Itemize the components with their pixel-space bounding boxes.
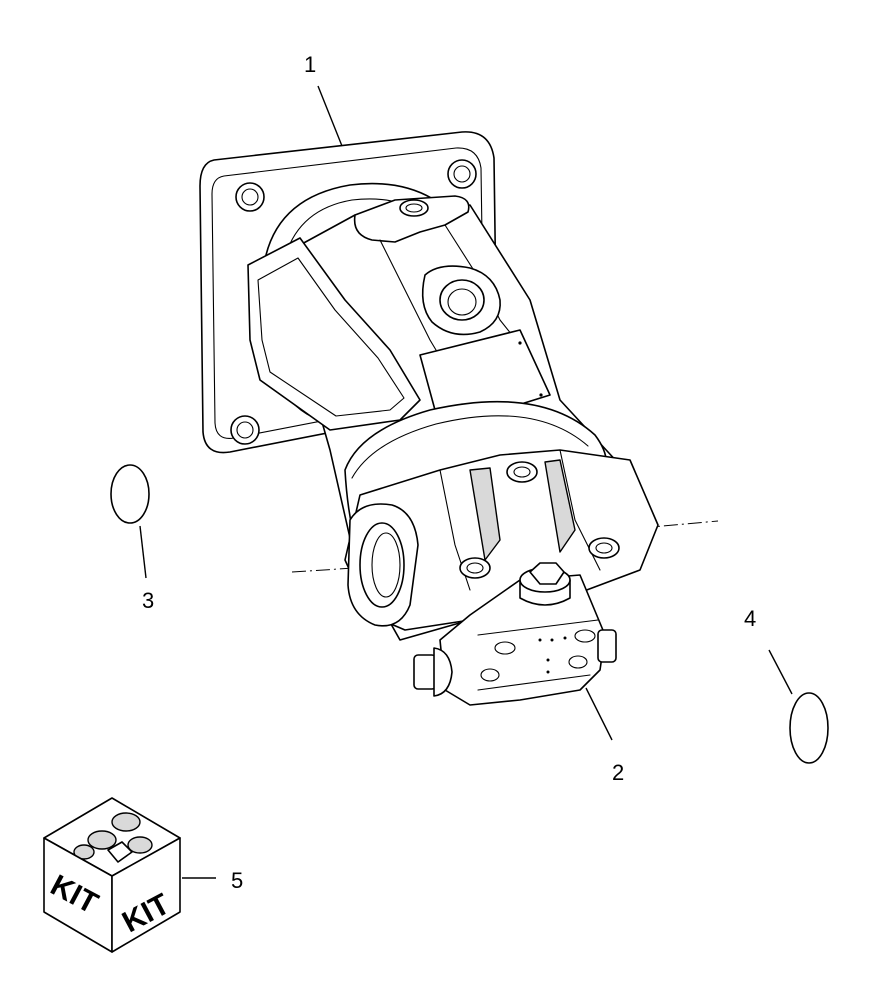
valve-block <box>413 562 617 706</box>
side-port <box>359 522 405 608</box>
callout-3: 3 <box>142 588 154 613</box>
valve-block-bolt <box>519 562 571 606</box>
valve-block-side-bolt <box>597 629 617 663</box>
end-cap-rib <box>469 467 501 561</box>
end-cap-bolt <box>506 461 538 483</box>
leader-line-2 <box>585 687 613 741</box>
valve-face-hole <box>574 629 596 643</box>
callout-4: 4 <box>744 606 756 631</box>
leader-line-4 <box>768 649 793 695</box>
bracket-plate <box>247 237 421 431</box>
flange-bolt-hole <box>235 182 265 212</box>
hydraulic-motor-assembly <box>199 131 659 641</box>
leader-line-3 <box>139 525 147 579</box>
end-cap-port <box>459 557 491 579</box>
valve-block-side-bolt <box>413 647 453 697</box>
valve-face-hole <box>494 641 516 655</box>
callout-5: 5 <box>231 868 243 893</box>
callout-1: 1 <box>304 52 316 77</box>
centerline-left <box>291 566 371 573</box>
o-ring-left <box>110 464 150 524</box>
end-cap-rib <box>544 459 576 553</box>
valve-face-hole <box>480 668 500 682</box>
flange-bolt-hole <box>447 159 477 189</box>
kit-box-icon: KIT KIT <box>43 797 181 953</box>
lug-hole <box>399 199 429 217</box>
upper-port <box>439 279 485 321</box>
valve-face-hole <box>568 655 588 669</box>
end-cap-port <box>588 537 620 559</box>
o-ring-right <box>789 692 829 764</box>
callout-2: 2 <box>612 760 624 785</box>
leader-line-1 <box>317 85 343 147</box>
flange-bolt-hole <box>230 415 260 445</box>
